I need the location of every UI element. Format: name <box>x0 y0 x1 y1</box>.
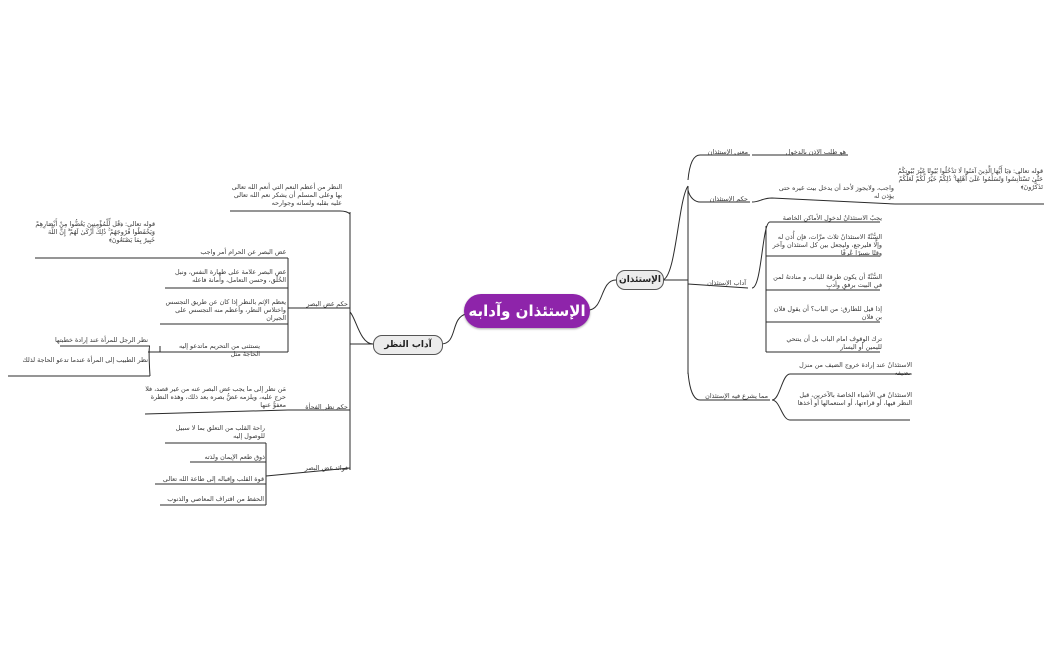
item-intro: النظر من أعظم النعم التي أنعم الله تعالى… <box>231 183 342 208</box>
item-etiquette-4: إذا قيل للطارق: من الباب؟ أن يقول فلان ب… <box>773 305 882 322</box>
item-lowering-verse: قوله تعالى: ﴿قُل لِّلْمُؤْمِنِينَ يَغُضُ… <box>35 220 155 245</box>
item-ruling: واجب، ولايجوز لأحد أن يدخل بيت غيره حتى … <box>778 184 894 201</box>
item-where-2: الاستئذانُ في الأشياء الخاصة بالآخرين، ق… <box>797 391 912 408</box>
item-exception-2: نظر الطبيب إلى المرأة عندما تدعو الحاجة … <box>22 356 148 364</box>
item-etiquette-5: ترك الوقوف امام الباب بل أن ينتحي لليمين… <box>786 335 882 352</box>
item-lowering-2: غض البصر علامة على طهارة النفس، ونبل الخ… <box>175 268 286 285</box>
item-sudden-glance: مَن نظر إلى ما يجب غض البصر عنه من غير ق… <box>145 385 286 410</box>
main-node-adab-nadhar[interactable]: آداب النظر <box>373 335 443 355</box>
branch-where[interactable]: مما يشرع فيه الإستئذان <box>705 392 768 400</box>
item-benefit-4: الحفظ من اقتراف المعاصي والذنوب <box>167 495 264 503</box>
item-lowering-1: غض البصر عن الحرام أمر واجب <box>200 248 286 256</box>
branch-etiquette[interactable]: آداب الإستئذان <box>707 279 746 287</box>
item-lowering-3: يعظم الإثم بالنظر إذا كان عن طريق التجسس… <box>165 298 286 323</box>
branch-sudden-glance[interactable]: حكم نظر الفجأة <box>305 403 348 411</box>
item-etiquette-2: السُّنَّةُ الاستئذانُ ثلاث مرَّات، فإن أ… <box>772 233 882 258</box>
item-ruling-verse: قوله تعالى: ﴿يَا أَيُّهَا الَّذِينَ آمَن… <box>897 167 1043 192</box>
item-etiquette-1: يجبُ الاستئذانُ لدخول الأماكن الخاصة <box>782 214 882 222</box>
main-node-isti-dhan[interactable]: الإستئذان <box>616 270 664 290</box>
item-exception-1: نظر الرجل للمرأة عند إرادة خطبتها <box>54 336 148 344</box>
branch-lowering-ruling[interactable]: حكم غض البصر <box>306 300 348 308</box>
branch-ruling[interactable]: حكم الإستئذان <box>709 195 748 203</box>
item-etiquette-3: السُّنَّةُ أن يكون طرقهُ للباب، و منادته… <box>773 273 882 290</box>
branch-meaning[interactable]: معنى الإستئذان <box>707 148 748 156</box>
item-benefit-3: قوة القلب وإقباله إلى طاعة الله تعالى <box>162 475 264 483</box>
item-benefit-2: ذوق طعم الإيمان ولذته <box>204 453 265 461</box>
item-where-1: الاستئذانُ عند إرادة خروج الضيف من منزل … <box>799 361 912 378</box>
root-node[interactable]: الإستئذان وآدابه <box>464 294 590 328</box>
item-lowering-4: يستثنى من التحريم ماتدعو إليه الحاجة مثل <box>178 342 260 359</box>
branch-benefits[interactable]: فوائد غض البصر <box>304 464 348 472</box>
item-benefit-1: راحة القلب من التعلق بما لا سبيل للوصول … <box>175 424 265 441</box>
item-meaning: هو طلب الإذن بالدخول <box>785 148 846 156</box>
